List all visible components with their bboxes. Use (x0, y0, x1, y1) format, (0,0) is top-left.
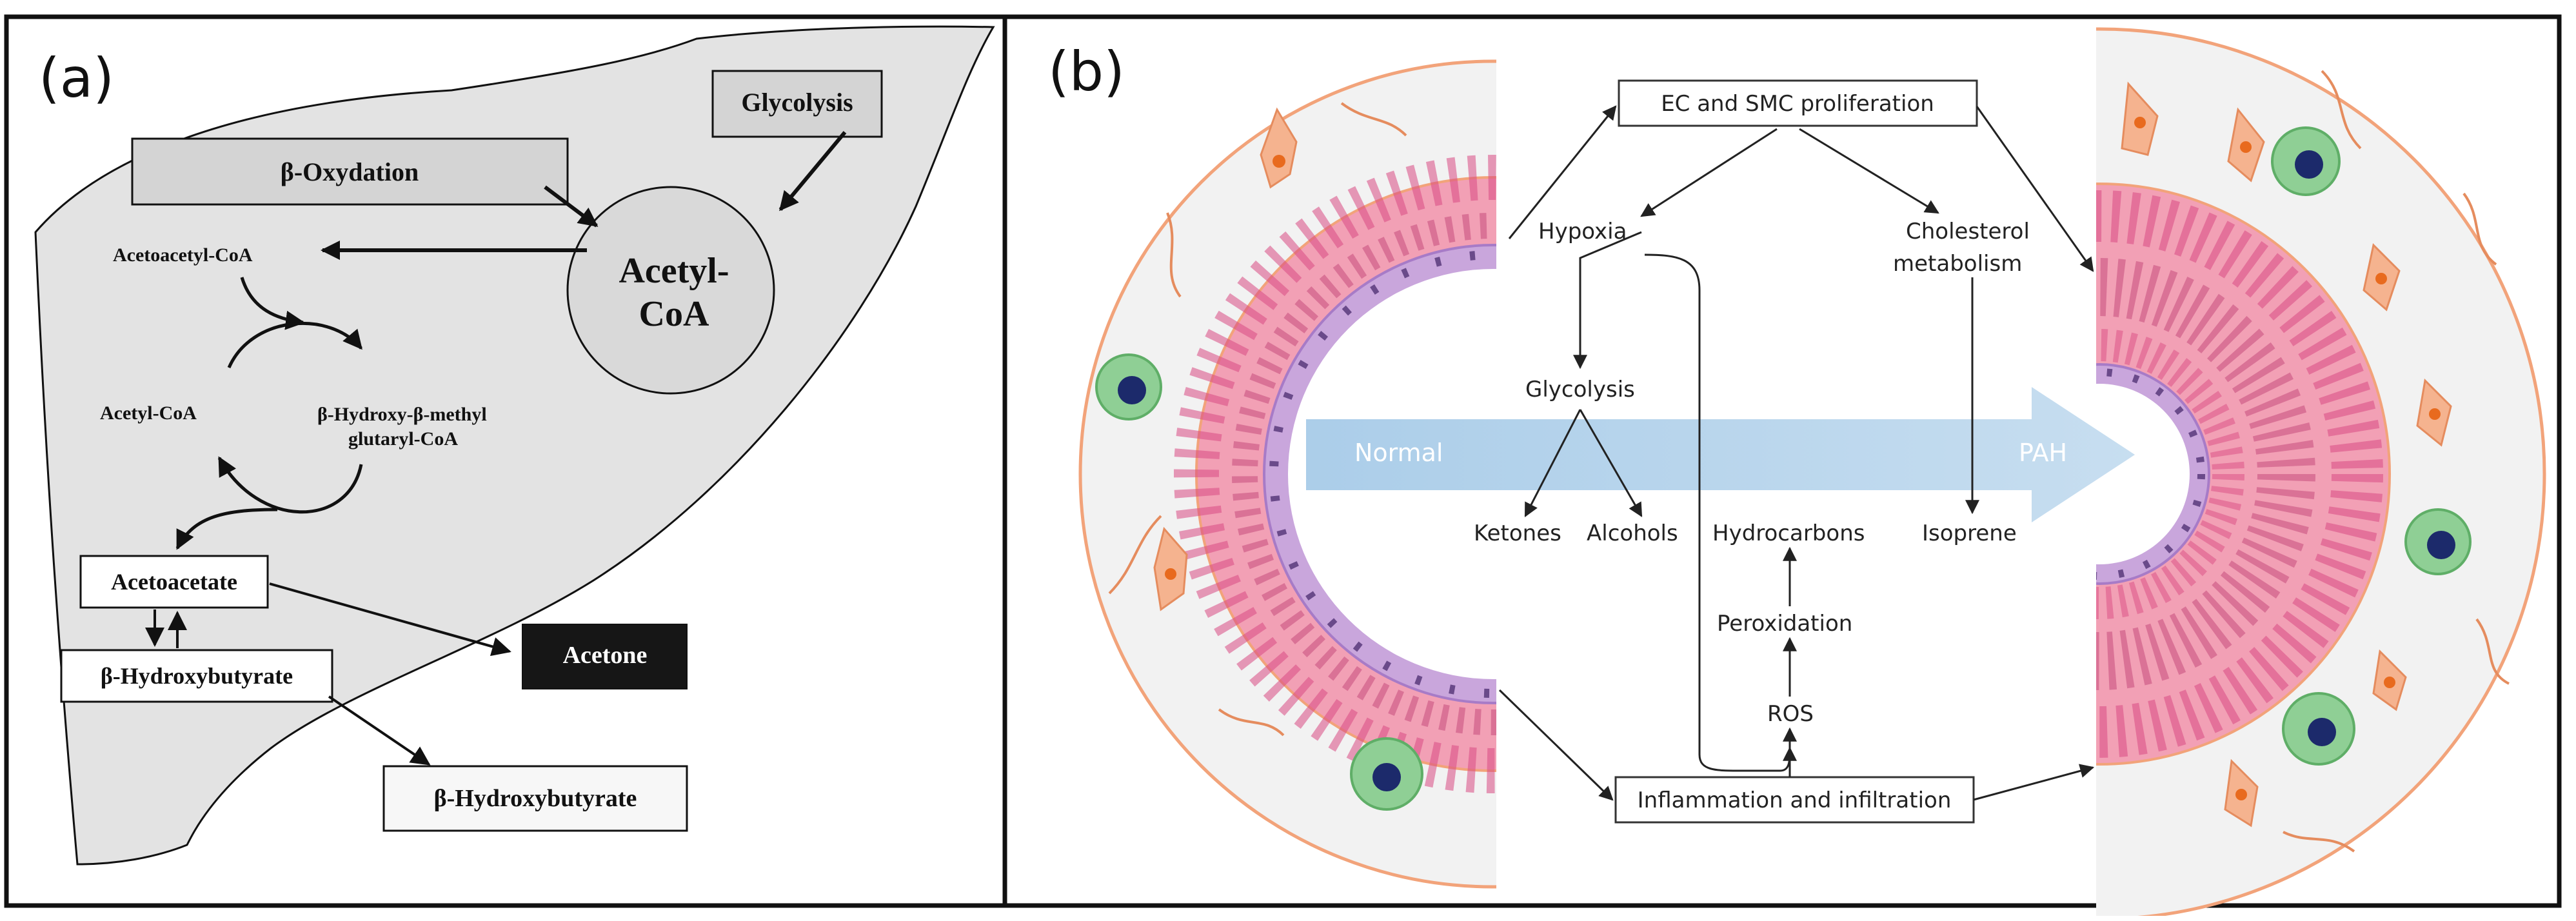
panel-a-label: (a) (39, 46, 114, 110)
acetyl-coa-line2: CoA (639, 294, 709, 334)
normal-to-pah-arrow (1306, 387, 2135, 522)
arrow-betaox-to-acetylcoa (544, 185, 599, 228)
beta-oxidation-label: β-Oxydation (281, 157, 419, 186)
hydrocarbons-label: Hydrocarbons (1712, 520, 1865, 546)
normal-adventitia-cells (1095, 102, 1423, 811)
arrow-glycolysis-to-acetylcoa (778, 131, 847, 212)
acetyl-coa-small-label: Acetyl-CoA (100, 402, 197, 424)
collagen-fiber (2475, 618, 2510, 685)
cycle-arc-bottom (217, 456, 363, 514)
cholesterol-label-line1: Cholesterol (1906, 219, 2030, 244)
hypoxia-label: Hypoxia (1538, 219, 1627, 244)
normal-label: Normal (1354, 439, 1443, 467)
immune-cell-nucleus (2308, 718, 2336, 746)
arrow-glycolysis-to-alcohols (1579, 409, 1643, 517)
fibroblast-nucleus (1165, 568, 1176, 580)
fibroblast-nucleus (1273, 155, 1285, 168)
normal-smc-pattern (1174, 155, 1496, 793)
ketones-label: Ketones (1474, 520, 1561, 546)
fibroblast-nucleus (2240, 141, 2252, 153)
arrow-bhb-to-blood (328, 695, 431, 766)
normal-smc-pattern-inner (1232, 213, 1496, 735)
arrow-normal-to-inflammation (1498, 689, 1614, 801)
fibroblast-nucleus (2429, 408, 2441, 420)
hmg-label-line2: glutaryl-CoA (348, 428, 458, 450)
bhb-liver-label: β-Hydroxybutyrate (101, 663, 293, 689)
panel-a: (a) β-Oxydation Glycolysis Acetyl- CoA A… (4, 14, 1007, 908)
pah-smc-pattern-core (2096, 329, 2244, 619)
glycolysis-b-label: Glycolysis (1525, 377, 1635, 402)
acetyl-coa-line1: Acetyl- (619, 251, 729, 291)
pah-vessel (2096, 27, 2546, 916)
beta-oxidation-box (131, 137, 569, 206)
ros-label: ROS (1767, 701, 1814, 727)
panel-b: Normal PAH (b) EC and SMC proliferation … (1002, 14, 2562, 916)
ec-smc-box (1618, 79, 1978, 127)
arrow-acetoacetyl-into-cycle (240, 277, 305, 330)
fibroblast-nucleus (2384, 677, 2395, 688)
glycolysis-label: Glycolysis (741, 88, 853, 117)
bhb-liver-box (60, 649, 333, 703)
arrow-ec-smc-to-pah (1976, 106, 2094, 272)
arrow-inflammation-to-pah (1973, 764, 2095, 801)
acetoacetyl-coa-label: Acetoacetyl-CoA (113, 244, 253, 266)
inflammation-label: Inflammation and infiltration (1638, 787, 1952, 813)
peroxidation-label: Peroxidation (1717, 611, 1852, 637)
collagen-fiber (2283, 831, 2355, 853)
pah-smc-pattern (2096, 190, 2383, 758)
collagen-fiber (2321, 70, 2362, 150)
bhb-out-box (382, 765, 688, 832)
panel-b-label: (b) (1048, 40, 1125, 103)
pah-label: PAH (2019, 439, 2067, 467)
immune-cell-nucleus (1118, 376, 1146, 404)
pah-adventitia-cells (2121, 70, 2510, 853)
isoprene-label: Isoprene (1922, 520, 2017, 546)
arrow-ec-smc-to-hypoxia (1640, 128, 1778, 217)
bhb-out-label: β-Hydroxybutyrate (434, 785, 637, 812)
fibroblast-cell (1260, 107, 1298, 189)
arrow-normal-to-ec-smc (1508, 105, 1617, 239)
collagen-fiber (1166, 212, 1182, 298)
arrow-cycle-to-acetoacetate (175, 508, 278, 550)
pah-endothelial-nuclei (2096, 368, 2205, 580)
hmg-label-line1: β-Hydroxy-β-methyl (317, 404, 487, 425)
acetoacetate-label: Acetoacetate (111, 569, 237, 595)
arrow-hypoxia-to-ros (1644, 253, 1797, 772)
alcohols-label: Alcohols (1587, 520, 1678, 546)
panel-b-arrows (1498, 105, 2095, 801)
arrow-hypoxia-to-glycolysis (1573, 231, 1642, 370)
acetone-label: Acetone (563, 642, 648, 669)
glycolysis-box (711, 70, 883, 138)
fibroblast-nucleus (2134, 117, 2146, 128)
cycle-arc-top (227, 321, 362, 369)
immune-cell-nucleus (1372, 763, 1401, 791)
pah-lumen (2096, 384, 2190, 564)
collagen-fiber (1108, 515, 1162, 595)
collagen-fiber (1340, 102, 1407, 137)
immune-cell-nucleus (2427, 531, 2455, 559)
arrow-acetoacetate-to-acetone (269, 582, 511, 657)
arrow-glycolysis-to-ketones (1524, 409, 1581, 517)
acetoacetate-box (79, 555, 269, 609)
acetone-box (522, 624, 688, 689)
fibroblast-nucleus (2235, 789, 2247, 800)
acetyl-coa-ellipse (566, 186, 775, 395)
collagen-fiber (1218, 708, 1285, 737)
arrow-ec-smc-to-cholesterol (1799, 128, 1939, 214)
ec-smc-label: EC and SMC proliferation (1661, 91, 1934, 117)
immune-cell-nucleus (2295, 150, 2323, 179)
cholesterol-label-line2: metabolism (1893, 251, 2022, 277)
fibroblast-nucleus (2375, 273, 2387, 284)
collagen-fiber (2462, 192, 2497, 266)
pah-smc-pattern-inner (2096, 258, 2315, 690)
